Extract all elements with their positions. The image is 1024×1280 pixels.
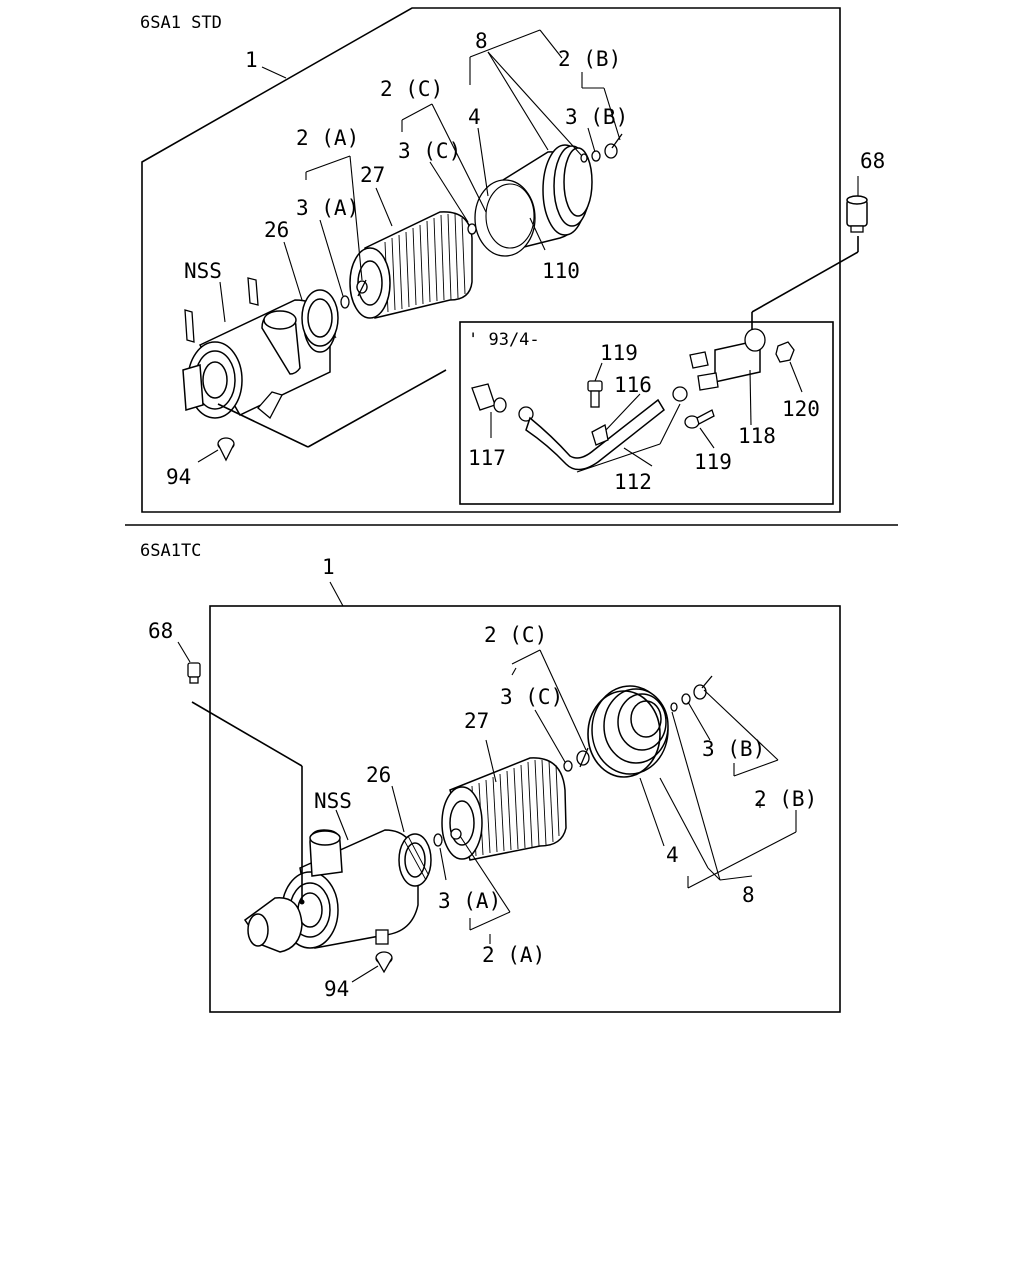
section-std: 6SA1 STD ' 93/4- — [140, 7, 885, 513]
label-tc-4: 4 — [666, 843, 679, 867]
label-std-68: 68 — [860, 149, 885, 173]
label-tc-nss: NSS — [314, 789, 352, 813]
bracket-118 — [689, 328, 766, 391]
band-4 — [474, 179, 536, 257]
washer-3a — [340, 295, 350, 309]
leaders-tc — [177, 581, 797, 983]
label-std-94: 94 — [166, 465, 191, 489]
washer-3c-tc — [563, 760, 573, 772]
assembly-box-tc — [209, 605, 841, 1013]
label-tc-26: 26 — [366, 763, 391, 787]
dust-indicator-68-tc — [187, 662, 201, 684]
label-std-120: 120 — [782, 397, 820, 421]
label-std-116: 116 — [614, 373, 652, 397]
connector-117 — [471, 383, 507, 413]
label-std-1: 1 — [245, 48, 258, 72]
clip-right — [672, 386, 688, 402]
inset-title: ' 93/4- — [468, 330, 540, 350]
drain-valve-94-tc — [375, 951, 393, 974]
label-std-110: 110 — [542, 259, 580, 283]
label-std-3c: 3 (C) — [398, 139, 461, 163]
drain-valve-94 — [217, 437, 235, 462]
label-tc-2b: 2 (B) — [754, 787, 817, 811]
band-4-tc — [587, 690, 661, 778]
nut-120 — [775, 341, 795, 363]
label-tc-3b: 3 (B) — [702, 737, 765, 761]
label-tc-2c: 2 (C) — [484, 623, 547, 647]
label-std-119-top: 119 — [600, 341, 638, 365]
cover-110 — [494, 144, 593, 249]
section-title-std: 6SA1 STD — [140, 13, 222, 33]
wing-nut-2a — [356, 279, 368, 297]
label-std-2c: 2 (C) — [380, 77, 443, 101]
wing-nut-2b — [604, 133, 623, 159]
section-title-tc: 6SA1TC — [140, 541, 201, 561]
wing-nut-2c-tc — [576, 747, 590, 768]
clip-116 — [591, 424, 609, 446]
wing-nut-2b-tc — [693, 675, 713, 700]
label-tc-94: 94 — [324, 977, 349, 1001]
hose-112 — [525, 398, 665, 471]
bolt-119-bottom — [684, 409, 715, 429]
label-std-3a: 3 (A) — [296, 196, 359, 220]
washer-3b — [580, 150, 601, 163]
label-std-118: 118 — [738, 424, 776, 448]
label-std-2b: 2 (B) — [558, 47, 621, 71]
label-tc-68: 68 — [148, 619, 173, 643]
washer-3c — [467, 223, 477, 235]
label-tc-3a: 3 (A) — [438, 889, 501, 913]
label-std-2a: 2 (A) — [296, 126, 359, 150]
label-std-3b: 3 (B) — [565, 105, 628, 129]
filter-element-27-tc — [441, 757, 567, 861]
label-std-nss: NSS — [184, 259, 222, 283]
assembly-boundary — [141, 7, 841, 513]
dust-indicator-68 — [846, 195, 868, 233]
label-tc-3c: 3 (C) — [500, 685, 563, 709]
bolt-119-top — [587, 380, 603, 408]
inner-element-26 — [301, 289, 339, 347]
label-std-117: 117 — [468, 446, 506, 470]
label-tc-27: 27 — [464, 709, 489, 733]
label-std-119-bottom: 119 — [694, 450, 732, 474]
label-std-4: 4 — [468, 105, 481, 129]
inset-box — [459, 321, 834, 505]
air-cleaner-housing-tc — [243, 829, 432, 953]
label-tc-2a: 2 (A) — [482, 943, 545, 967]
filter-element-27 — [349, 211, 473, 319]
label-std-26: 26 — [264, 218, 289, 242]
label-std-112: 112 — [614, 470, 652, 494]
label-std-27: 27 — [360, 163, 385, 187]
air-cleaner-housing — [182, 277, 337, 420]
washer-3a-tc — [433, 833, 443, 847]
label-std-8: 8 — [475, 29, 488, 53]
label-tc-1: 1 — [322, 555, 335, 579]
leaders-std — [197, 29, 859, 473]
label-tc-8: 8 — [742, 883, 755, 907]
section-tc: 6SA1TC — [140, 541, 841, 1013]
washer-3b-tc — [670, 693, 691, 712]
